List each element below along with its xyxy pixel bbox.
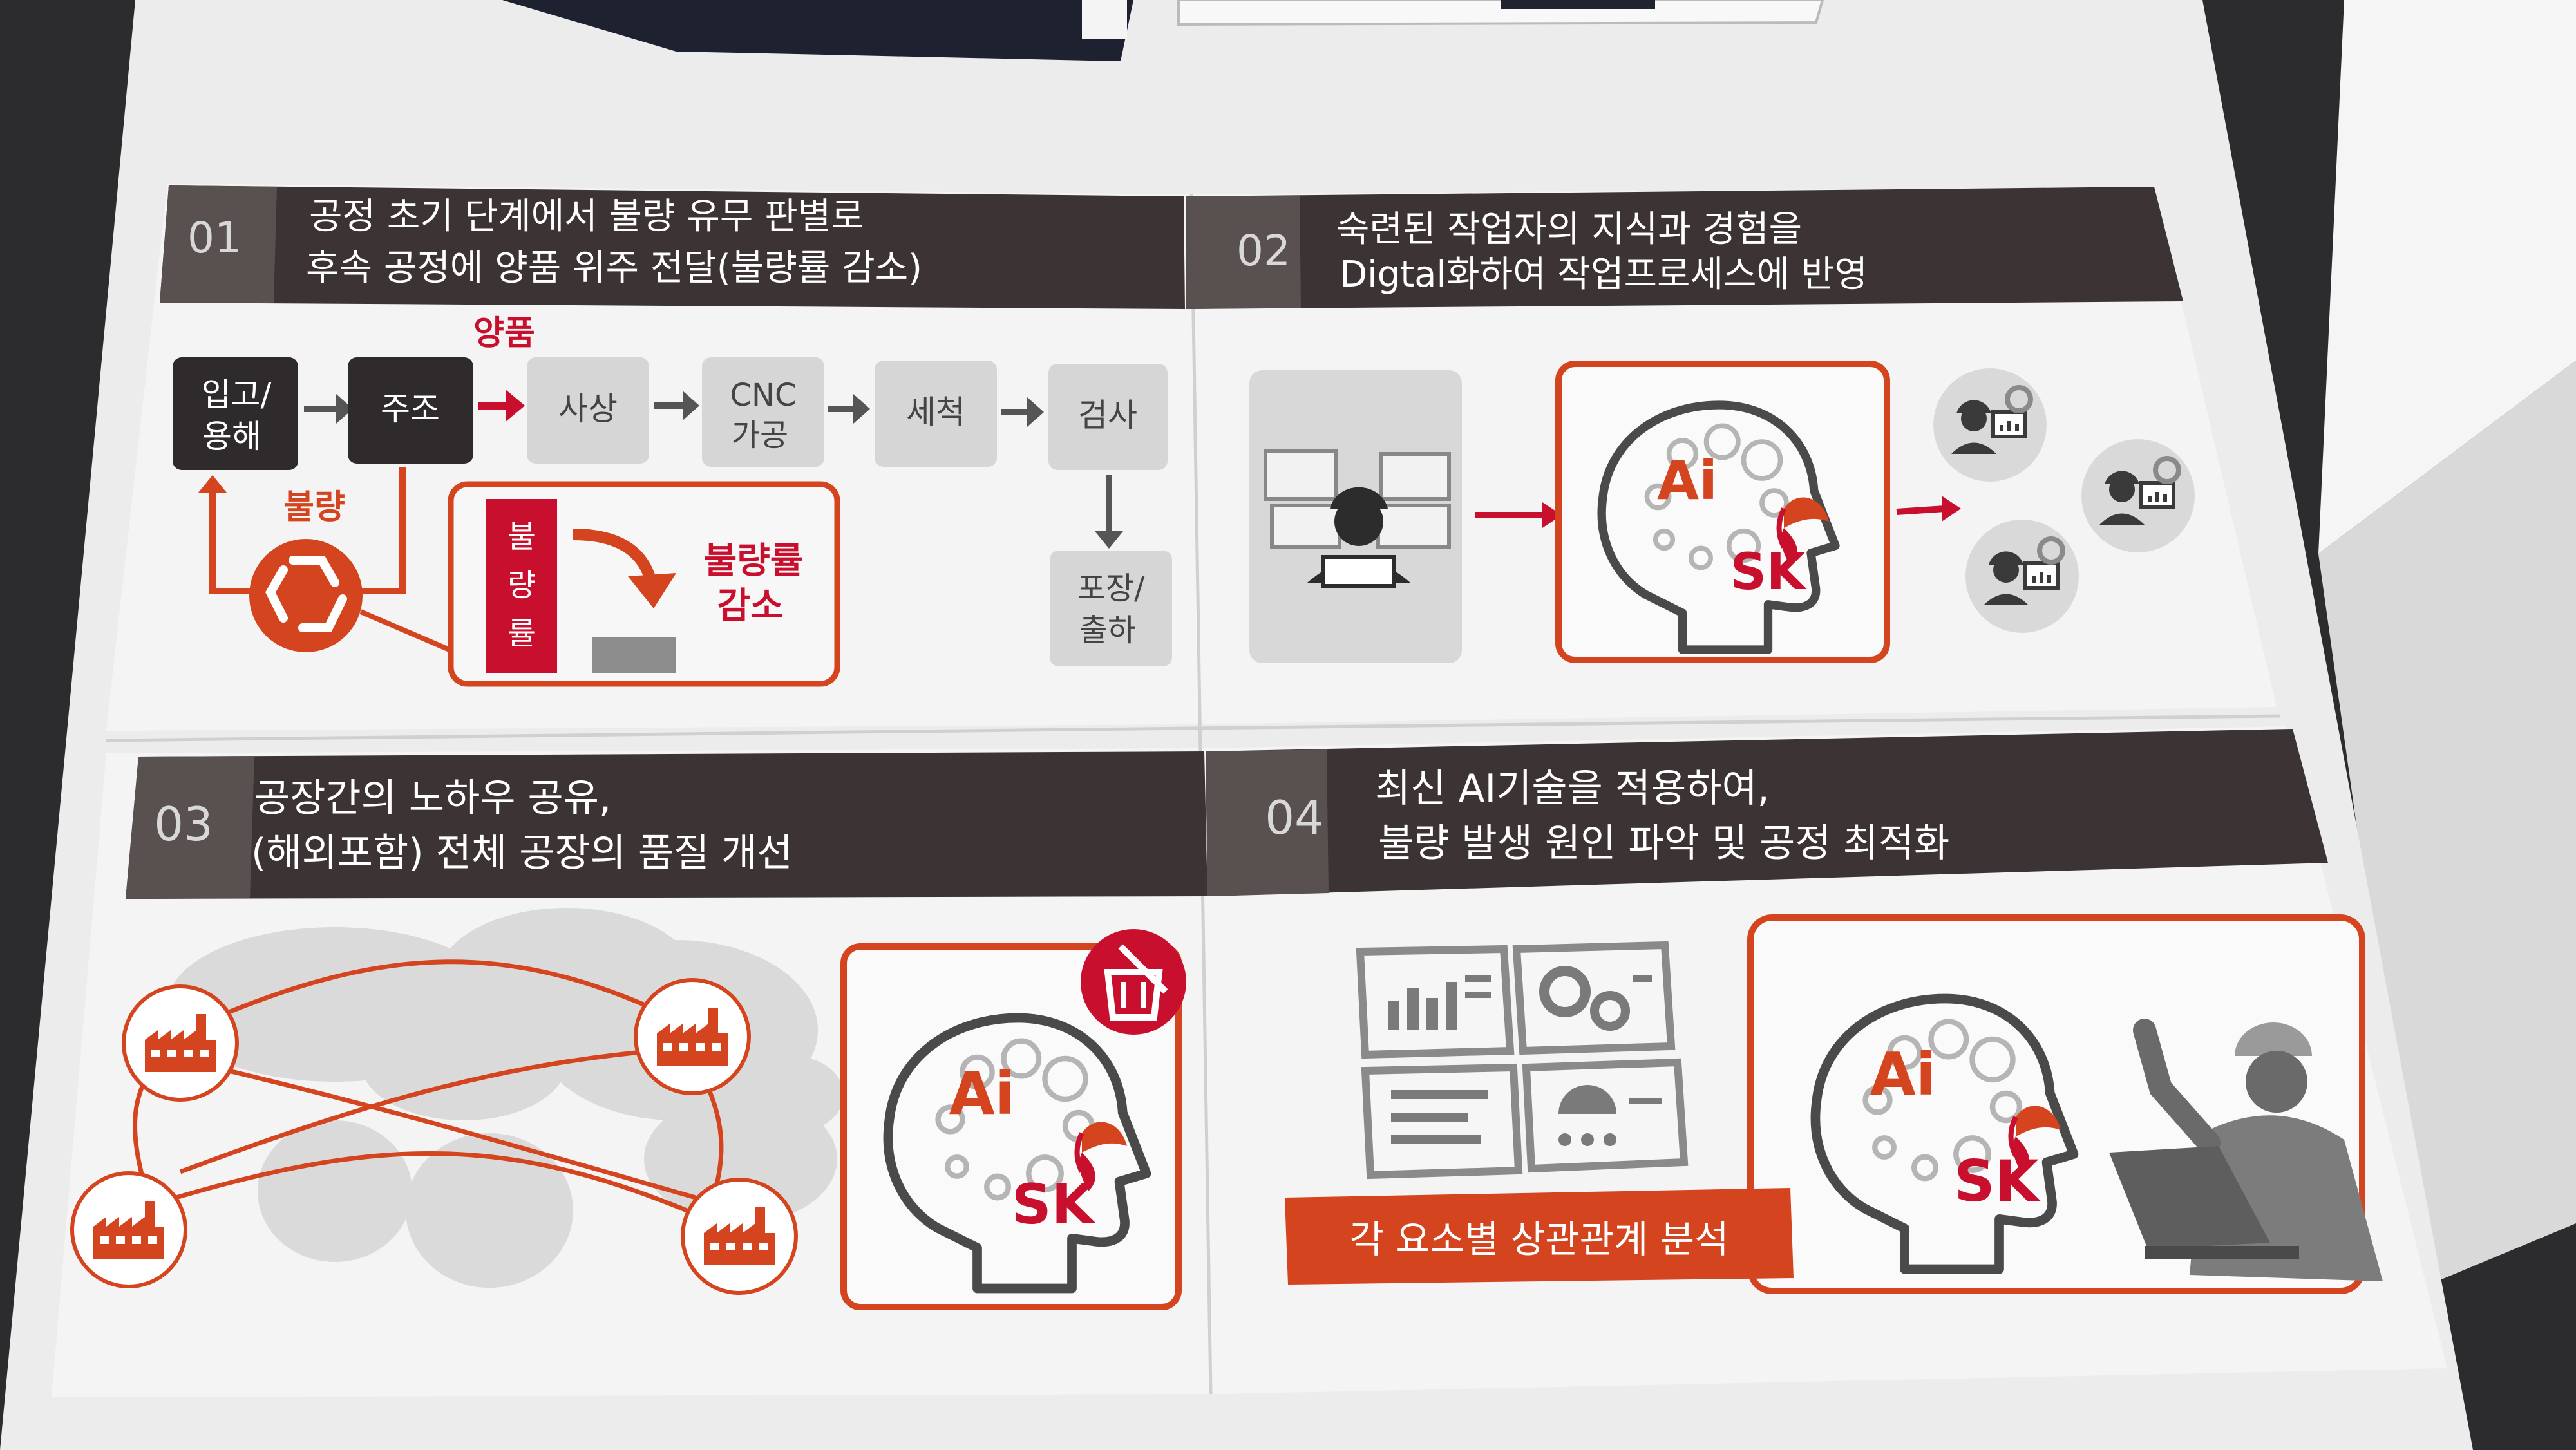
sk-logo-text: SK — [1012, 1172, 1097, 1237]
monitor-icon — [1376, 504, 1451, 549]
monitor-icon — [1270, 504, 1341, 549]
reduce-label: 감소 — [717, 585, 783, 627]
defect-rate-label: 불량률 — [704, 540, 804, 582]
reduced-bar — [592, 637, 676, 673]
factory-icon — [72, 1173, 185, 1286]
section-04-title-line2: 불량 발생 원인 파악 및 공정 최적화 — [1378, 821, 1949, 866]
section-01-title-line2: 후속 공정에 양품 위주 전달(불량률 감소) — [306, 247, 922, 289]
good-product-label: 양품 — [473, 314, 535, 353]
section-04-header — [1206, 729, 2328, 896]
factory-icon — [636, 980, 749, 1093]
step-washing-label: 세척 — [906, 393, 965, 431]
arrow-icon — [336, 394, 353, 424]
section-03-number-box — [126, 756, 254, 899]
arrow-icon — [1027, 397, 1044, 427]
analysis-label-banner — [1285, 1188, 1794, 1285]
section-04-number: 04 — [1265, 791, 1324, 845]
laptop-icon — [1321, 555, 1396, 588]
section-03-title-line1: 공장간의 노하우 공유, — [254, 776, 611, 821]
defect-rate-bar — [486, 499, 557, 673]
horizontal-divider — [106, 714, 2280, 742]
step-casting-box — [348, 357, 473, 464]
monitor-icon — [1264, 449, 1338, 501]
worker-dashboard-icon — [1965, 520, 2079, 633]
section-01-number: 01 — [187, 213, 242, 263]
section-01-header — [160, 185, 1185, 309]
section-02-content: Ai SK — [1249, 361, 2195, 663]
trash-icon — [1081, 929, 1186, 1035]
step-cnc-label-1: CNC — [730, 377, 797, 413]
step-packing-label-2: 출하 — [1079, 612, 1136, 648]
pointing-engineer-icon — [2109, 1019, 2383, 1281]
bar-char-2: 량 — [507, 567, 536, 603]
white-surface — [2318, 0, 2576, 554]
defect-label: 불량 — [283, 488, 345, 527]
sk-logo-text: SK — [1730, 543, 1807, 601]
step-cnc-box — [702, 357, 824, 467]
good-arrow-icon — [506, 390, 525, 422]
section-04-title-line1: 최신 AI기술을 적용하여, — [1375, 766, 1770, 811]
monitor-icon — [1379, 452, 1451, 501]
section-04-number-box — [1206, 749, 1329, 896]
section-03-number: 03 — [154, 797, 213, 851]
worker-dashboard-icon — [2081, 439, 2195, 552]
callout-line — [359, 609, 452, 653]
section-03-content: Ai SK — [72, 908, 1186, 1310]
step-packing-label-1: 포장/ — [1077, 570, 1145, 607]
arrow-down-icon — [1095, 531, 1123, 549]
worker-dashboard-icon — [1933, 368, 2047, 482]
defect-line — [357, 467, 406, 594]
section-02-number: 02 — [1236, 226, 1291, 276]
arrow-icon — [683, 391, 699, 420]
factory-icon — [683, 1180, 796, 1293]
dashboard-gear-icon — [1512, 941, 1676, 1055]
process-flow: 입고/ 용해 주조 양품 사상 CNC 가공 세척 검사 포장/ 출하 불량 — [173, 314, 1172, 687]
section-02-title-line2: Digtal화하여 작업프로세스에 반영 — [1340, 254, 1868, 296]
section-03-title-line2: (해외포함) 전체 공장의 품질 개선 — [251, 831, 793, 876]
step-inspection-label: 검사 — [1078, 397, 1137, 434]
step-washing-box — [875, 361, 997, 467]
bar-char-1: 불 — [507, 519, 536, 555]
ai-sk-box-02 — [1555, 361, 1890, 663]
factory-icon — [124, 986, 237, 1100]
ai-logo-text: Ai — [1657, 449, 1718, 512]
dashboard-gauge-icon — [1522, 1058, 1689, 1173]
section-02-title-line1: 숙련된 작업자의 지식과 경험을 — [1336, 209, 1802, 250]
step-inspection-box — [1048, 364, 1168, 470]
step-finishing-box — [527, 357, 649, 464]
ai-logo-text: Ai — [1870, 1040, 1937, 1109]
ai-logo-text: Ai — [949, 1059, 1016, 1128]
arrow-up-icon — [198, 475, 227, 493]
bar-char-3: 률 — [507, 616, 536, 652]
device-screen-fragment — [1177, 0, 1824, 26]
section-01-number-box — [160, 185, 277, 303]
side-panel — [2318, 361, 2576, 1288]
step-packing-box — [1050, 551, 1172, 666]
device-image-fragment — [502, 0, 1133, 61]
arrow-icon — [1942, 496, 1961, 522]
reduce-arrow-icon — [573, 529, 656, 581]
arrow-icon — [1542, 502, 1562, 528]
step-melting-box — [173, 357, 298, 470]
arrow-icon — [853, 394, 870, 424]
step-casting-label: 주조 — [381, 390, 440, 428]
section-01-title-line1: 공정 초기 단계에서 불량 유무 판별로 — [309, 196, 864, 238]
section-02-number-box — [1186, 196, 1301, 309]
analysis-label: 각 요소별 상관관계 분석 — [1350, 1218, 1729, 1261]
section-02-header — [1186, 187, 2183, 309]
section-03-header — [126, 751, 1208, 899]
section-04-content: Ai SK 각 요소별 상관관계 분석 — [1285, 914, 2383, 1294]
device-light — [1082, 0, 1127, 39]
step-cnc-label-2: 가공 — [732, 417, 788, 453]
worker-icon — [1334, 497, 1383, 546]
recycle-line — [209, 489, 254, 594]
device-bar — [1501, 0, 1655, 9]
step-melting-label-1: 입고/ — [202, 376, 272, 413]
step-finishing-label: 사상 — [558, 390, 618, 428]
step-melting-label-2: 용해 — [202, 418, 261, 455]
sk-logo-text: SK — [1954, 1148, 2040, 1214]
